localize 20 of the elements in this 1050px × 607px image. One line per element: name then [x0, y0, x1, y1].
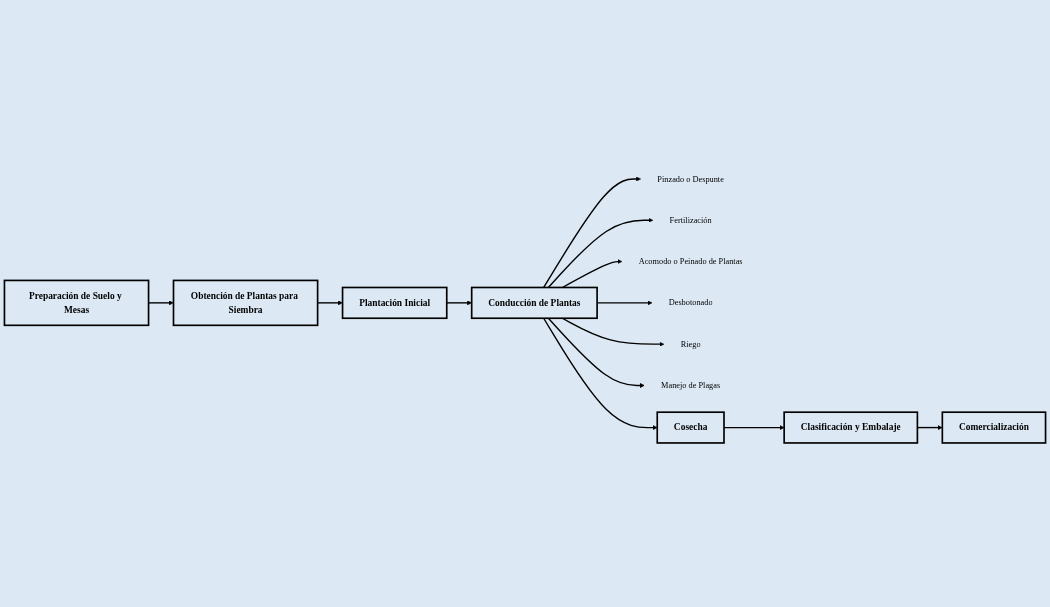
node-text: Manejo de Plagas	[661, 380, 721, 390]
node-box: Cosecha	[656, 411, 725, 444]
arrow	[547, 317, 645, 388]
node-box: Plantación Inicial	[341, 286, 448, 319]
node-text: Desbotonado	[668, 298, 713, 307]
arrow	[561, 258, 623, 288]
arrow	[446, 300, 472, 306]
node-box: Conducción de Plantas	[470, 286, 598, 319]
arrow	[561, 317, 665, 347]
node-text: Fertilización	[669, 215, 712, 225]
node-text: Pinzado o Despunte	[657, 174, 724, 184]
node-box: Obtención de Plantas para Siembra	[172, 279, 319, 326]
arrow	[547, 217, 654, 288]
node-box: Clasificación y Embalaje	[783, 411, 919, 444]
arrow	[542, 317, 658, 430]
node-box: Preparación de Suelo y Mesas	[3, 279, 150, 326]
node-text: Riego	[680, 339, 701, 349]
node-box: Comercialización	[941, 411, 1047, 444]
arrow	[543, 176, 641, 288]
node-text: Acomodo o Peinado de Plantas	[638, 256, 743, 266]
